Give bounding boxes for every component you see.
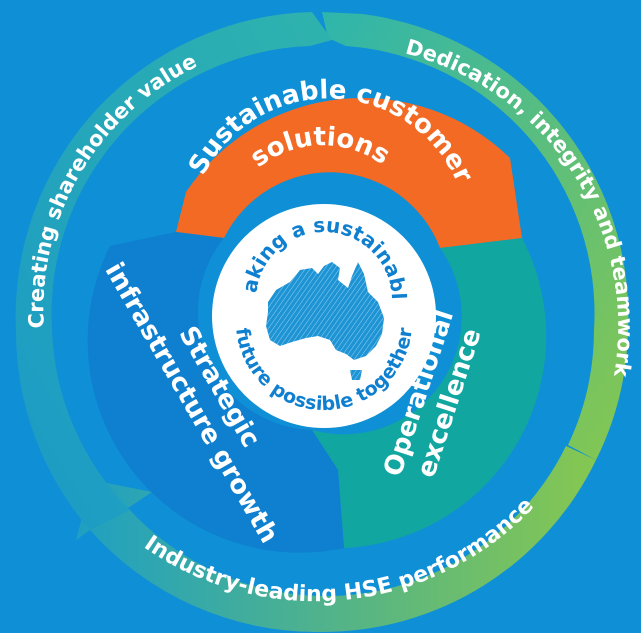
ring-segment-hse bbox=[76, 446, 596, 633]
ring-segment-shareholder bbox=[15, 12, 333, 530]
segment-customer bbox=[176, 97, 522, 248]
segment-operational bbox=[312, 238, 547, 548]
tasmania-map-icon bbox=[350, 370, 362, 380]
ring-segment-dedication bbox=[322, 12, 629, 460]
segment-strategic bbox=[87, 232, 344, 553]
australia-map-icon bbox=[266, 262, 384, 360]
